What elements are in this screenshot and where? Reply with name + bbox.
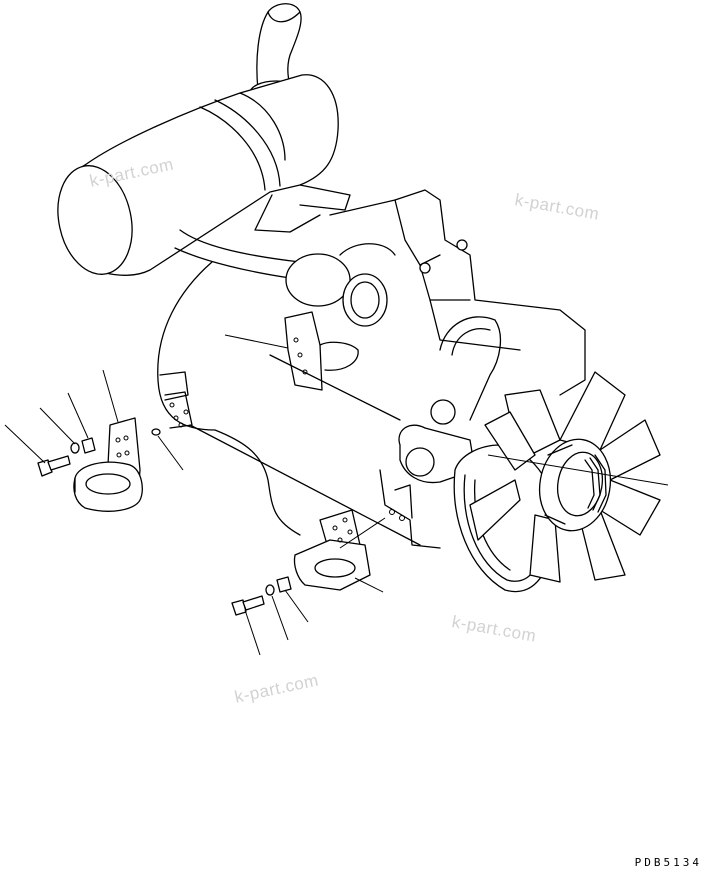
left-mount-hardware <box>37 428 161 477</box>
cooling-fan <box>469 371 661 583</box>
right-engine-mount-bracket <box>293 509 371 591</box>
engine-block <box>157 189 586 593</box>
left-engine-mount-bracket <box>73 417 143 512</box>
right-mount-hardware <box>231 576 292 616</box>
part-leader-lines <box>4 334 669 656</box>
drawing-code: PDB5134 <box>634 856 702 869</box>
air-cleaner-assembly <box>57 3 351 279</box>
